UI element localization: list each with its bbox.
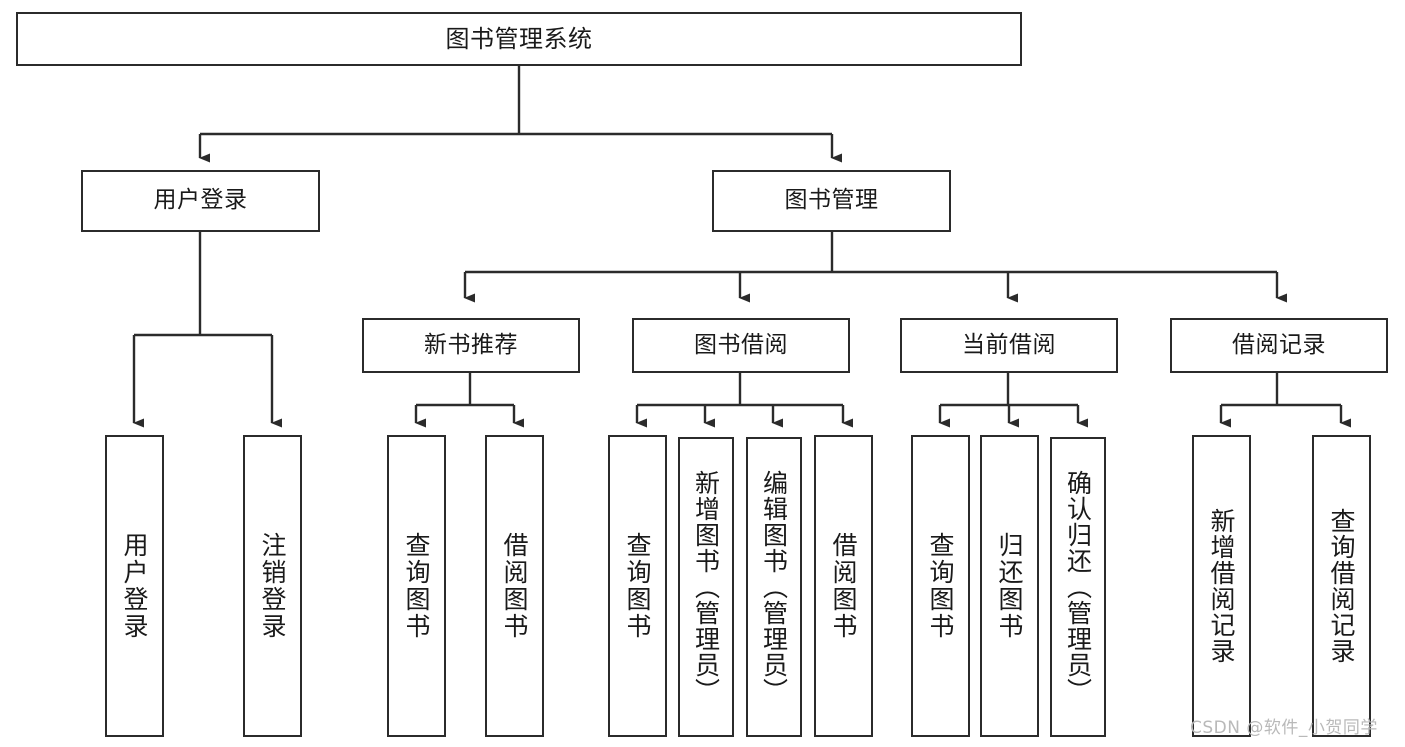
node-borrow-record[interactable]: 借阅记录	[1170, 318, 1388, 373]
watermark: CSDN @软件_小贺同学	[1190, 718, 1378, 738]
node-label: 查询图书	[402, 532, 431, 640]
node-label: 归还图书	[995, 532, 1024, 640]
node-root-book-management-system[interactable]: 图书管理系统	[16, 12, 1022, 66]
leaf-query-borrow-record[interactable]: 查询借阅记录	[1312, 435, 1371, 737]
leaf-borrow-book[interactable]: 借阅图书	[814, 435, 873, 737]
leaf-edit-book-admin[interactable]: 编辑图书（管理员）	[746, 437, 802, 737]
leaf-logout[interactable]: 注销登录	[243, 435, 302, 737]
node-label: 新增借阅记录	[1207, 508, 1236, 664]
leaf-return-book[interactable]: 归还图书	[980, 435, 1039, 737]
node-label: 查询图书	[926, 532, 955, 640]
leaf-query-book-recommend[interactable]: 查询图书	[387, 435, 446, 737]
node-book-borrow[interactable]: 图书借阅	[632, 318, 850, 373]
node-label: 图书管理系统	[445, 24, 593, 53]
leaf-add-book-admin[interactable]: 新增图书（管理员）	[678, 437, 734, 737]
node-label: 新书推荐	[424, 331, 518, 358]
leaf-borrow-book-recommend[interactable]: 借阅图书	[485, 435, 544, 737]
node-label: 图书管理	[784, 187, 879, 214]
node-label: 新增图书（管理员）	[691, 470, 721, 704]
node-book-management[interactable]: 图书管理	[712, 170, 951, 232]
node-new-book-recommend[interactable]: 新书推荐	[362, 318, 580, 373]
node-label: 注销登录	[258, 532, 287, 640]
node-label: 查询借阅记录	[1327, 508, 1356, 664]
node-label: 借阅图书	[500, 532, 529, 640]
leaf-query-book-current[interactable]: 查询图书	[911, 435, 970, 737]
leaf-confirm-return-admin[interactable]: 确认归还（管理员）	[1050, 437, 1106, 737]
leaf-user-login[interactable]: 用户登录	[105, 435, 164, 737]
node-label: 图书借阅	[694, 331, 788, 358]
leaf-query-book-borrow[interactable]: 查询图书	[608, 435, 667, 737]
leaf-add-borrow-record[interactable]: 新增借阅记录	[1192, 435, 1251, 737]
node-current-borrow[interactable]: 当前借阅	[900, 318, 1118, 373]
node-label: 编辑图书（管理员）	[759, 470, 789, 704]
node-label: 查询图书	[623, 532, 652, 640]
node-label: 确认归还（管理员）	[1063, 470, 1093, 704]
node-label: 借阅记录	[1232, 331, 1326, 358]
node-label: 借阅图书	[829, 532, 858, 640]
node-user-login[interactable]: 用户登录	[81, 170, 320, 232]
node-label: 当前借阅	[962, 331, 1056, 358]
node-label: 用户登录	[153, 187, 248, 214]
node-label: 用户登录	[120, 532, 149, 640]
